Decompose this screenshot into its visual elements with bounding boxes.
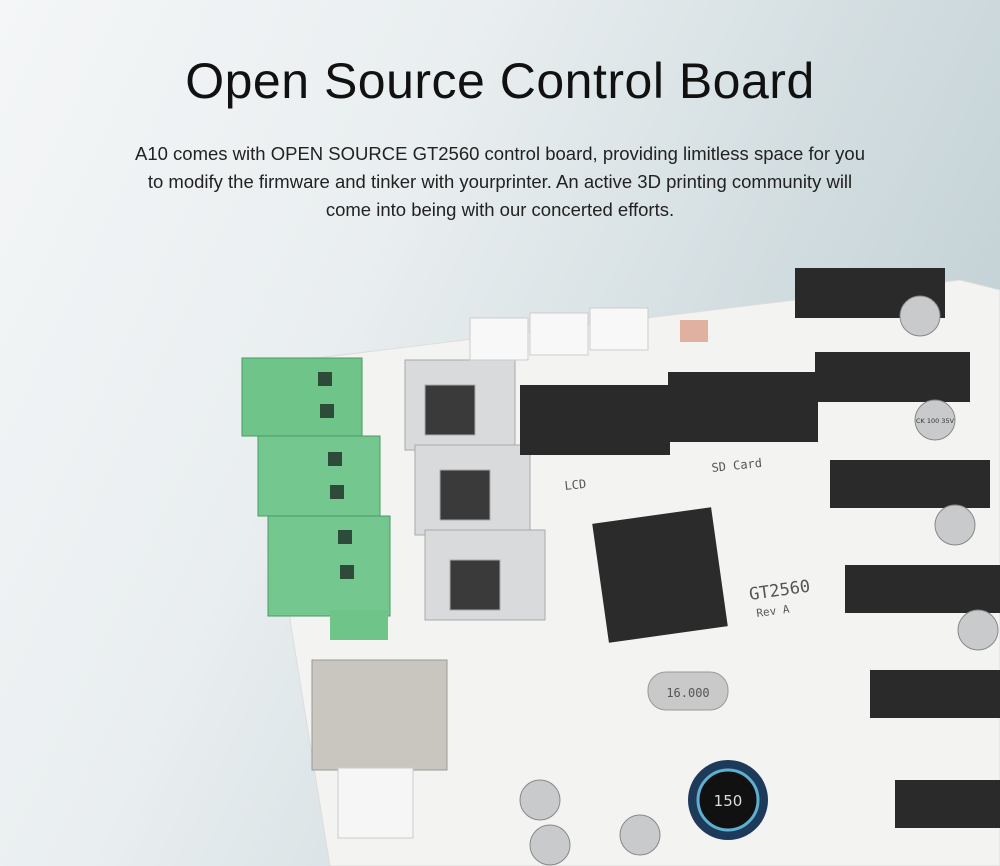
sd-card-label: SD Card <box>711 456 763 475</box>
board-revision-label: Rev A <box>756 602 791 620</box>
capacitors <box>519 295 999 866</box>
page-title: Open Source Control Board <box>185 53 815 109</box>
reset-button <box>680 320 708 342</box>
description: A10 comes with OPEN SOURCE GT2560 contro… <box>134 143 866 220</box>
inductor <box>696 768 760 832</box>
mcu-chip <box>592 507 728 643</box>
power-terminals <box>241 357 391 640</box>
pin-headers <box>520 268 1000 828</box>
mosfet-heatsinks <box>404 359 546 621</box>
jst-connectors <box>469 307 649 361</box>
crystal-label: 16.000 <box>666 686 709 700</box>
capacitor-label: CK 100 35V <box>916 417 955 425</box>
crystal <box>647 671 729 711</box>
usb-port <box>311 659 448 771</box>
lcd-label: LCD <box>564 477 587 493</box>
inductor-label: 150 <box>714 792 743 810</box>
